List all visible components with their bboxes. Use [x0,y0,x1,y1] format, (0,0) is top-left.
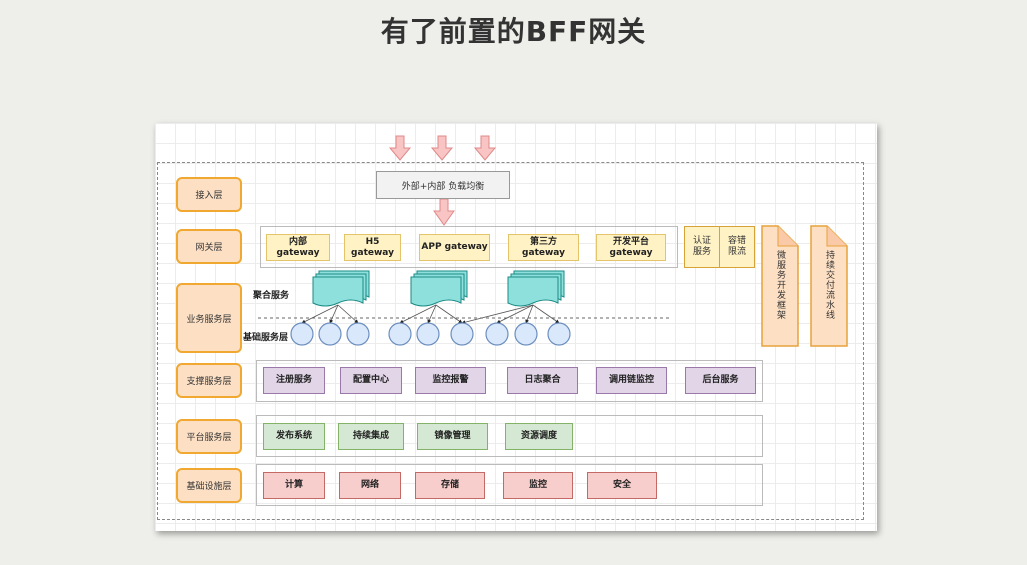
support-service-5: 后台服务 [685,367,756,394]
dependency-arrow-8 [525,304,534,324]
side-doc-framework: 微服务开发框架 [775,250,785,320]
diagram-canvas [155,123,877,531]
aggregate-service-1 [410,270,468,307]
dependency-arrow-3 [399,304,437,324]
support-service-1: 配置中心 [340,367,402,394]
dependency-arrow-7 [496,304,534,324]
layer-label-platform: 平台服务层 [176,419,242,454]
system-boundary [157,162,864,520]
infra-service-1: 网络 [339,472,401,499]
layer-label-access: 接入层 [176,177,242,212]
incoming-arrow-1 [388,135,412,161]
base-service-node-0 [290,322,314,346]
support-service-0: 注册服务 [263,367,325,394]
layer-label-business: 业务服务层 [176,283,242,353]
base-service-node-1 [318,322,342,346]
base-service-node-7 [514,322,538,346]
base-service-node-3 [388,322,412,346]
platform-row [256,415,763,457]
support-service-2: 监控报警 [415,367,486,394]
support-service-4: 调用链监控 [596,367,667,394]
side-doc-pipeline: 持续交付流水线 [824,250,834,320]
layer-label-support: 支撑服务层 [176,363,242,398]
platform-service-2: 镜像管理 [417,423,488,450]
aggregate-service-2 [507,270,565,307]
gateway-internal: 内部 gateway [266,234,330,261]
page-title: 有了前置的BFF网关 [380,15,647,48]
gateway-dev-platform: 开发平台 gateway [596,234,666,261]
aggregate-service-label: 聚合服务 [253,291,290,301]
base-service-label: 基础服务层 [243,333,289,343]
doc-shape-pipeline [810,225,848,347]
platform-service-1: 持续集成 [338,423,404,450]
dependency-arrow-0 [301,304,339,324]
incoming-arrow-3 [473,135,497,161]
base-service-node-5 [450,322,474,346]
dependency-arrow-5 [435,304,463,324]
load-balancer-box: 外部+内部 负载均衡 [376,171,510,199]
base-service-node-4 [416,322,440,346]
dependency-arrow-2 [337,304,359,324]
doc-shape-framework [761,225,799,347]
infra-row [256,464,763,506]
dependency-arrow-9 [532,304,560,324]
fault-tolerance-box: 容错 限流 [719,226,755,268]
platform-service-0: 发布系统 [263,423,325,450]
infra-service-0: 计算 [263,472,325,499]
base-service-node-6 [485,322,509,346]
incoming-arrow-2 [430,135,454,161]
gateway-app: APP gateway [419,234,490,261]
support-service-3: 日志聚合 [507,367,578,394]
layer-label-gateway: 网关层 [176,229,242,264]
infra-service-4: 安全 [587,472,657,499]
gateway-third-party: 第三方 gateway [508,234,579,261]
dependency-arrow-6 [461,304,534,325]
lb-to-gateway-arrow [433,198,455,226]
auth-service-box: 认证 服务 [684,226,720,268]
infra-service-3: 监控 [503,472,573,499]
base-service-node-8 [547,322,571,346]
gateway-row [260,226,678,268]
platform-service-3: 资源调度 [505,423,573,450]
support-row [256,360,763,402]
aggregate-service-0 [312,270,370,307]
dependency-arrow-4 [427,304,437,324]
layer-label-infra: 基础设施层 [176,468,242,503]
base-service-node-2 [346,322,370,346]
infra-service-2: 存储 [415,472,485,499]
gateway-h5: H5 gateway [344,234,401,261]
dependency-arrow-1 [329,304,339,324]
